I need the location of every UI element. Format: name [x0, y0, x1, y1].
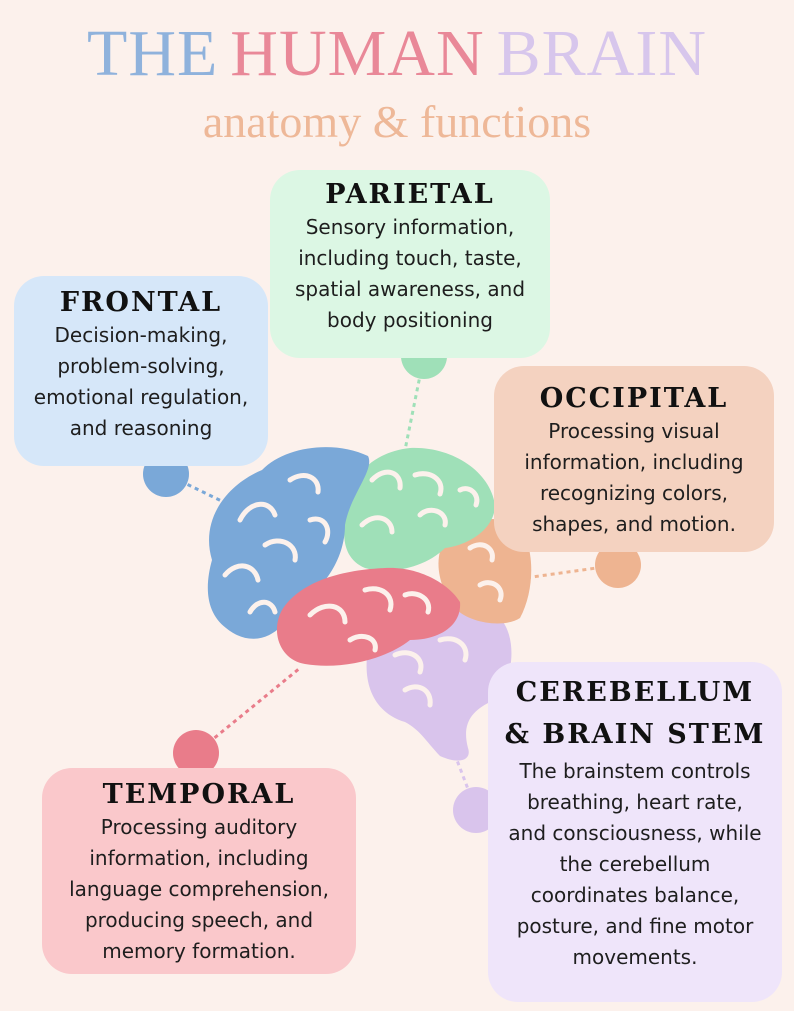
frontal-description: Decision-making, problem-solving, emotio… [33, 323, 249, 440]
frontal-connector [165, 472, 241, 512]
temporal-connector [195, 666, 301, 755]
frontal-heading: FRONTAL [59, 287, 223, 318]
title-word-the: THE [87, 17, 219, 90]
parietal-heading: PARIETAL [325, 179, 495, 210]
temporal-card: TEMPORAL Processing auditory information… [42, 768, 356, 974]
occipital-card: OCCIPITAL Processing visual information,… [494, 366, 774, 552]
temporal-marker-dot [173, 730, 219, 776]
page-subtitle: anatomy & functions [202, 96, 592, 147]
occipital-heading: OCCIPITAL [539, 383, 729, 414]
title-word-brain: BRAIN [496, 17, 707, 90]
title-word-human: HUMAN [230, 17, 485, 90]
cerebellum-marker-dot [453, 787, 499, 833]
parietal-lobe [344, 447, 495, 571]
occipital-marker-dot [595, 542, 641, 588]
parietal-description: Sensory information, including touch, ta… [294, 215, 526, 332]
occipital-description: Processing visual information, including… [524, 419, 744, 536]
cerebellum-description: The brainstem controls breathing, heart … [508, 759, 762, 969]
cerebellum-lobe [366, 611, 512, 761]
frontal-card: FRONTAL Decision-making, problem-solving… [14, 276, 268, 466]
temporal-description: Processing auditory information, includi… [69, 815, 329, 963]
parietal-card: PARIETAL Sensory information, including … [270, 170, 550, 358]
temporal-heading: TEMPORAL [102, 779, 296, 810]
cerebellum-heading: CEREBELLUM & BRAIN STEM [504, 677, 766, 750]
cerebellum-card: CEREBELLUM & BRAIN STEM The brainstem co… [488, 662, 782, 1002]
brain-illustration [207, 447, 532, 761]
